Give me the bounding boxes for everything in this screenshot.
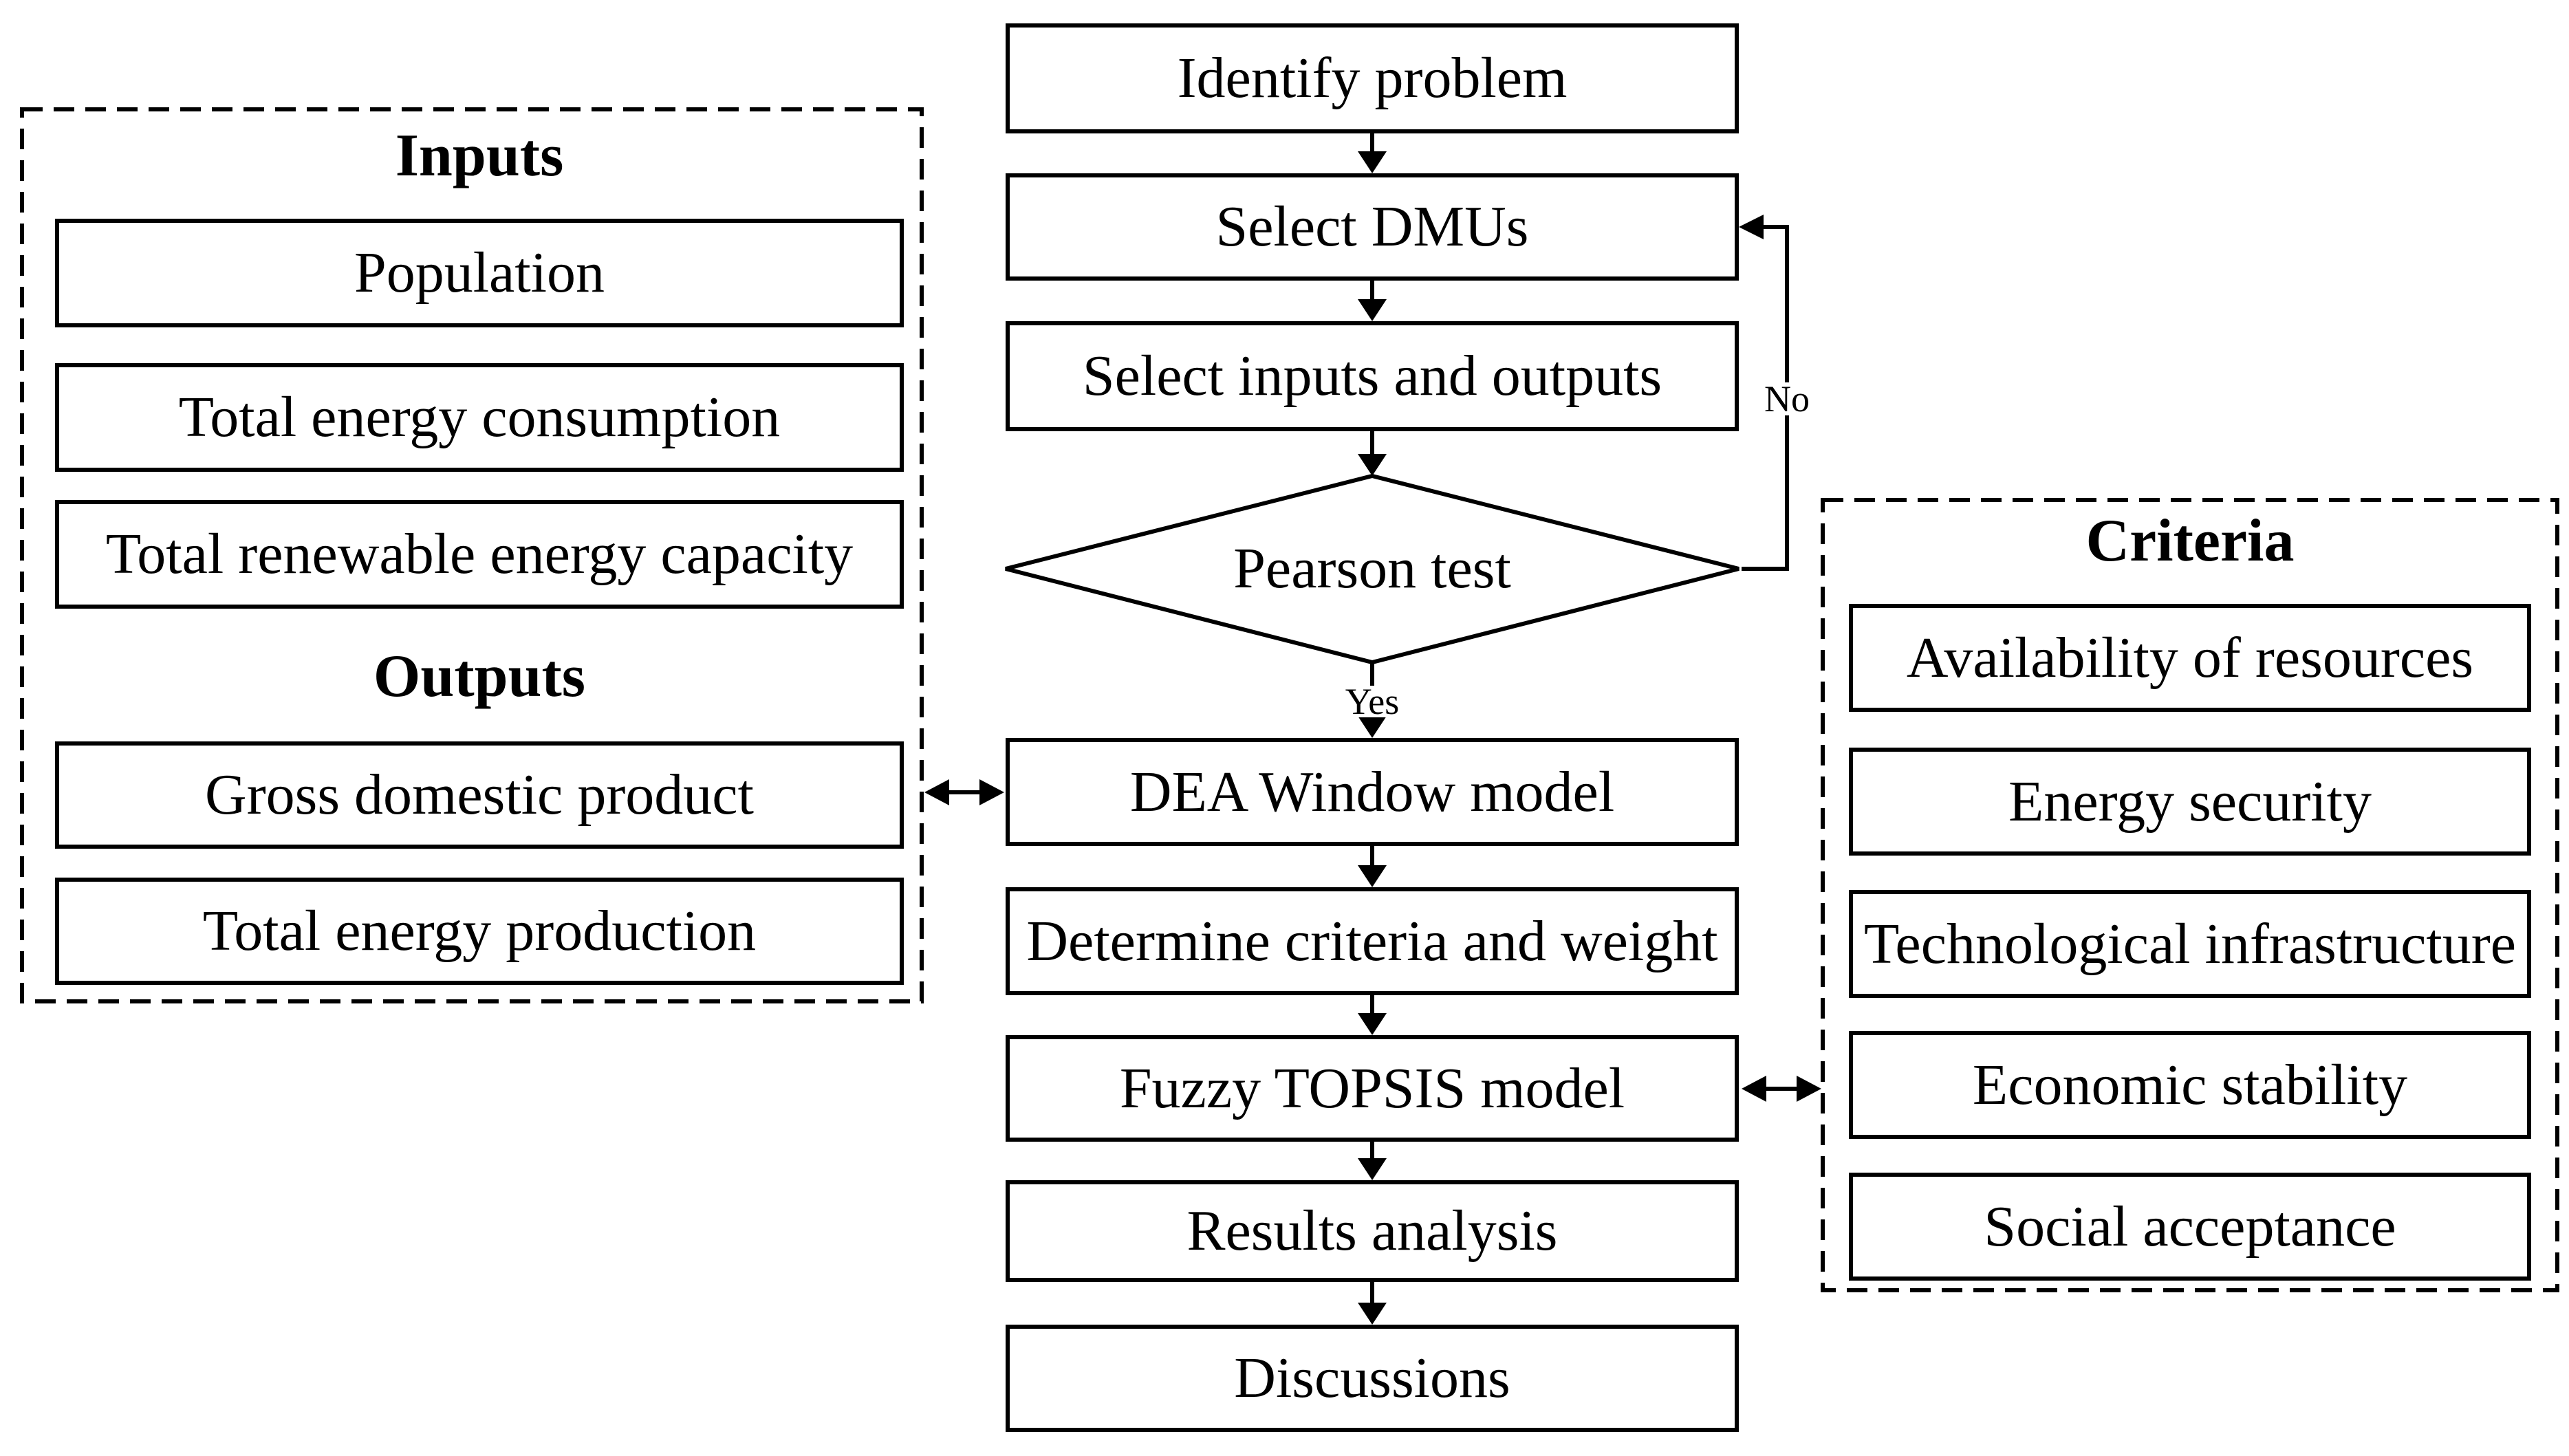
flow-step-identify-problem-label: Identify problem (1177, 46, 1568, 110)
arrowhead-down-1-icon (1358, 151, 1387, 173)
criteria-box-economic-stability: Economic stability (1849, 1031, 2531, 1139)
arrowhead-left-no-icon (1739, 215, 1764, 239)
arrowhead-right-fuzzy-icon (1797, 1076, 1821, 1102)
criteria-box-energy-security-label: Energy security (2008, 769, 2372, 834)
flow-step-determine-criteria-weight-label: Determine criteria and weight (1026, 909, 1718, 973)
arrowhead-right-dea-icon (979, 779, 1004, 805)
criteria-box-economic-stability-label: Economic stability (1972, 1052, 2408, 1117)
criteria-box-availability-of-resources-label: Availability of resources (1906, 625, 2474, 690)
flow-step-select-inputs-outputs-label: Select inputs and outputs (1082, 344, 1662, 408)
criteria-box-technological-infrastructure: Technological infrastructure (1849, 890, 2531, 998)
flow-step-select-dmus-label: Select DMUs (1215, 195, 1529, 259)
input-box-total-renewable-energy-capacity: Total renewable energy capacity (55, 500, 904, 609)
arrowhead-down-4-icon (1358, 716, 1387, 738)
arrowhead-down-2-icon (1358, 299, 1387, 321)
flow-step-select-dmus: Select DMUs (1006, 173, 1739, 281)
outputs-header: Outputs (373, 643, 586, 710)
criteria-header: Criteria (2085, 508, 2295, 574)
criteria-box-social-acceptance: Social acceptance (1849, 1173, 2531, 1281)
arrowhead-down-5-icon (1358, 865, 1387, 887)
arrowhead-left-dea-icon (924, 779, 949, 805)
flow-step-discussions: Discussions (1006, 1325, 1739, 1432)
arrowhead-down-8-icon (1358, 1303, 1387, 1325)
flow-step-identify-problem: Identify problem (1006, 23, 1739, 133)
output-box-total-energy-production-label: Total energy production (202, 899, 757, 963)
input-box-total-renewable-energy-capacity-label: Total renewable energy capacity (105, 522, 854, 586)
criteria-box-availability-of-resources: Availability of resources (1849, 604, 2531, 712)
output-box-total-energy-production: Total energy production (55, 878, 904, 985)
inputs-header: Inputs (395, 122, 564, 189)
arrowhead-left-fuzzy-icon (1742, 1076, 1766, 1102)
output-box-gross-domestic-product: Gross domestic product (55, 741, 904, 849)
branch-label-yes: Yes (1331, 683, 1413, 720)
criteria-box-energy-security: Energy security (1849, 748, 2531, 856)
criteria-panel-border (1821, 498, 2559, 1292)
arrowhead-down-3-icon (1358, 454, 1387, 476)
flow-step-results-analysis: Results analysis (1006, 1180, 1739, 1282)
arrowhead-down-6-icon (1358, 1013, 1387, 1035)
flow-step-fuzzy-topsis-model: Fuzzy TOPSIS model (1006, 1035, 1739, 1142)
branch-label-no: No (1746, 380, 1828, 417)
input-box-total-energy-consumption-label: Total energy consumption (178, 385, 781, 449)
flow-step-dea-window-model: DEA Window model (1006, 738, 1739, 846)
input-box-population-label: Population (354, 241, 605, 305)
output-box-gross-domestic-product-label: Gross domestic product (205, 763, 754, 827)
flow-step-fuzzy-topsis-model-label: Fuzzy TOPSIS model (1119, 1056, 1625, 1120)
decision-pearson-test-label: Pearson test (1233, 536, 1511, 600)
flow-step-discussions-label: Discussions (1234, 1346, 1510, 1410)
flow-step-dea-window-model-label: DEA Window model (1129, 759, 1615, 824)
arrowhead-down-7-icon (1358, 1158, 1387, 1180)
flow-step-select-inputs-outputs: Select inputs and outputs (1006, 321, 1739, 431)
input-box-population: Population (55, 219, 904, 327)
flow-step-results-analysis-label: Results analysis (1186, 1199, 1558, 1263)
input-box-total-energy-consumption: Total energy consumption (55, 363, 904, 472)
inputs-outputs-panel-border (20, 107, 924, 1003)
flow-step-determine-criteria-weight: Determine criteria and weight (1006, 887, 1739, 995)
criteria-box-technological-infrastructure-label: Technological infrastructure (1863, 911, 2517, 976)
criteria-box-social-acceptance-label: Social acceptance (1984, 1194, 2396, 1259)
